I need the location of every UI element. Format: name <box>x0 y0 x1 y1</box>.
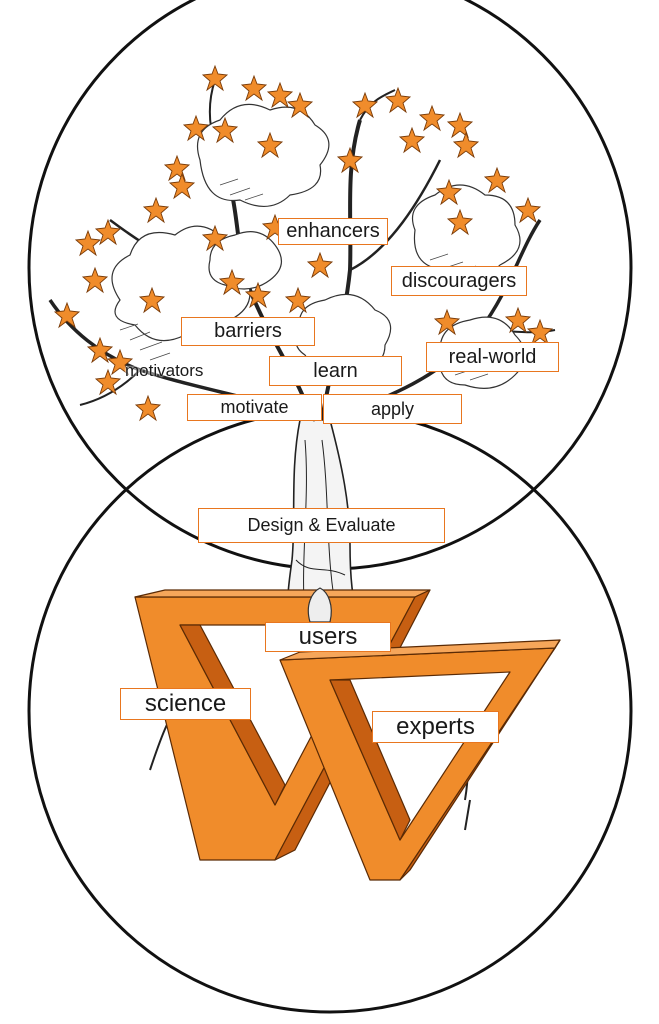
label-real-world: real-world <box>426 342 559 372</box>
label-discouragers: discouragers <box>391 266 527 296</box>
label-motivators: motivators <box>125 361 204 380</box>
label-motivate: motivate <box>187 394 322 421</box>
sprout-icon <box>307 587 332 623</box>
label-learn: learn <box>269 356 402 386</box>
label-experts: experts <box>372 711 499 743</box>
label-enhancers: enhancers <box>278 218 388 245</box>
label-science: science <box>120 688 251 720</box>
label-design-evaluate: Design & Evaluate <box>198 508 445 543</box>
label-apply: apply <box>323 394 462 424</box>
label-barriers: barriers <box>181 317 315 346</box>
label-users: users <box>265 622 391 652</box>
